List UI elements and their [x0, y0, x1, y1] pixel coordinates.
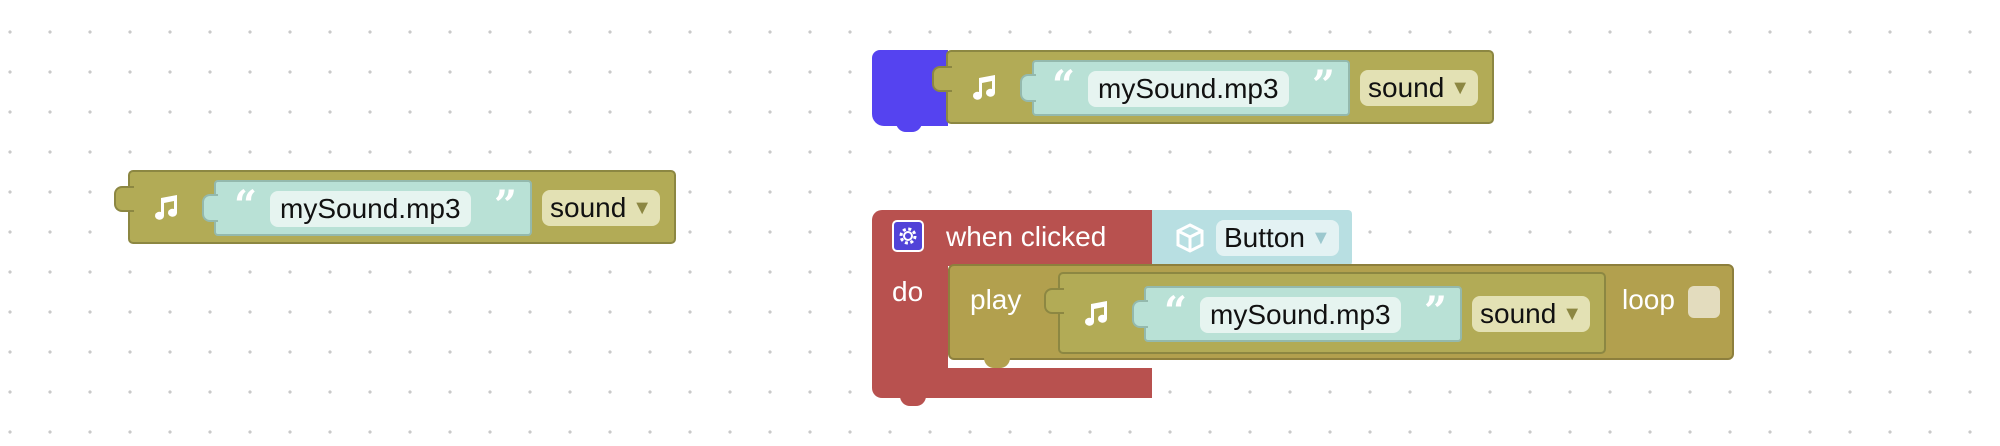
filename-field[interactable]: mySound.mp3 — [1088, 71, 1289, 107]
close-quote: ” — [1424, 288, 1448, 335]
close-quote: ” — [494, 182, 518, 229]
when-clicked-label: when clicked — [946, 221, 1107, 252]
text-connector — [1132, 300, 1148, 328]
cube-icon — [1172, 220, 1208, 256]
event-body-column — [872, 266, 948, 378]
target-dropdown-label: Button — [1224, 222, 1305, 253]
text-connector — [202, 194, 218, 222]
event-bottom-tab — [900, 396, 926, 406]
sound-dropdown[interactable]: sound ▼ — [1472, 296, 1591, 332]
target-block[interactable]: Button ▼ — [1152, 210, 1352, 266]
text-block[interactable]: “ mySound.mp3 ” — [1132, 286, 1462, 342]
chevron-down-icon: ▼ — [1450, 77, 1471, 99]
sound-block-standalone[interactable]: “ mySound.mp3 ” sound ▼ — [114, 170, 676, 244]
open-quote: “ — [234, 182, 258, 229]
event-footer — [872, 368, 1152, 398]
open-quote: “ — [1052, 62, 1076, 109]
loop-checkbox[interactable] — [1688, 286, 1720, 318]
text-block[interactable]: “ mySound.mp3 ” — [202, 180, 532, 236]
sound-dropdown[interactable]: sound ▼ — [1360, 70, 1479, 106]
filename-field[interactable]: mySound.mp3 — [1200, 297, 1401, 333]
sound-dropdown-label: sound — [550, 192, 627, 223]
play-block[interactable]: play “ mySound.mp3 ” sound ▼ loop — [948, 264, 1734, 360]
chevron-down-icon: ▼ — [1562, 303, 1583, 325]
output-connector — [932, 66, 952, 92]
chevron-down-icon: ▼ — [632, 197, 653, 219]
sound-block-top[interactable]: “ mySound.mp3 ” sound ▼ — [932, 50, 1494, 124]
floating-connector-tab — [896, 118, 922, 132]
filename-field[interactable]: mySound.mp3 — [270, 191, 471, 227]
text-block[interactable]: “ mySound.mp3 ” — [1020, 60, 1350, 116]
music-note-icon — [966, 70, 1002, 106]
sound-block-nested[interactable]: “ mySound.mp3 ” sound ▼ — [1044, 272, 1606, 354]
open-quote: “ — [1164, 288, 1188, 335]
sound-dropdown-label: sound — [1368, 72, 1445, 103]
text-connector — [1020, 74, 1036, 102]
play-label: play — [970, 284, 1022, 315]
chevron-down-icon: ▼ — [1310, 226, 1331, 249]
close-quote: ” — [1312, 62, 1336, 109]
output-connector — [1044, 288, 1064, 314]
sound-dropdown[interactable]: sound ▼ — [542, 190, 661, 226]
output-connector — [114, 186, 134, 212]
sound-dropdown-label: sound — [1480, 298, 1557, 329]
music-note-icon — [148, 190, 184, 226]
music-note-icon — [1078, 296, 1114, 332]
loop-label: loop — [1622, 284, 1675, 315]
play-bottom-tab — [984, 358, 1010, 368]
target-dropdown[interactable]: Button ▼ — [1216, 220, 1339, 256]
do-label: do — [892, 276, 924, 307]
gear-icon[interactable] — [892, 220, 924, 252]
